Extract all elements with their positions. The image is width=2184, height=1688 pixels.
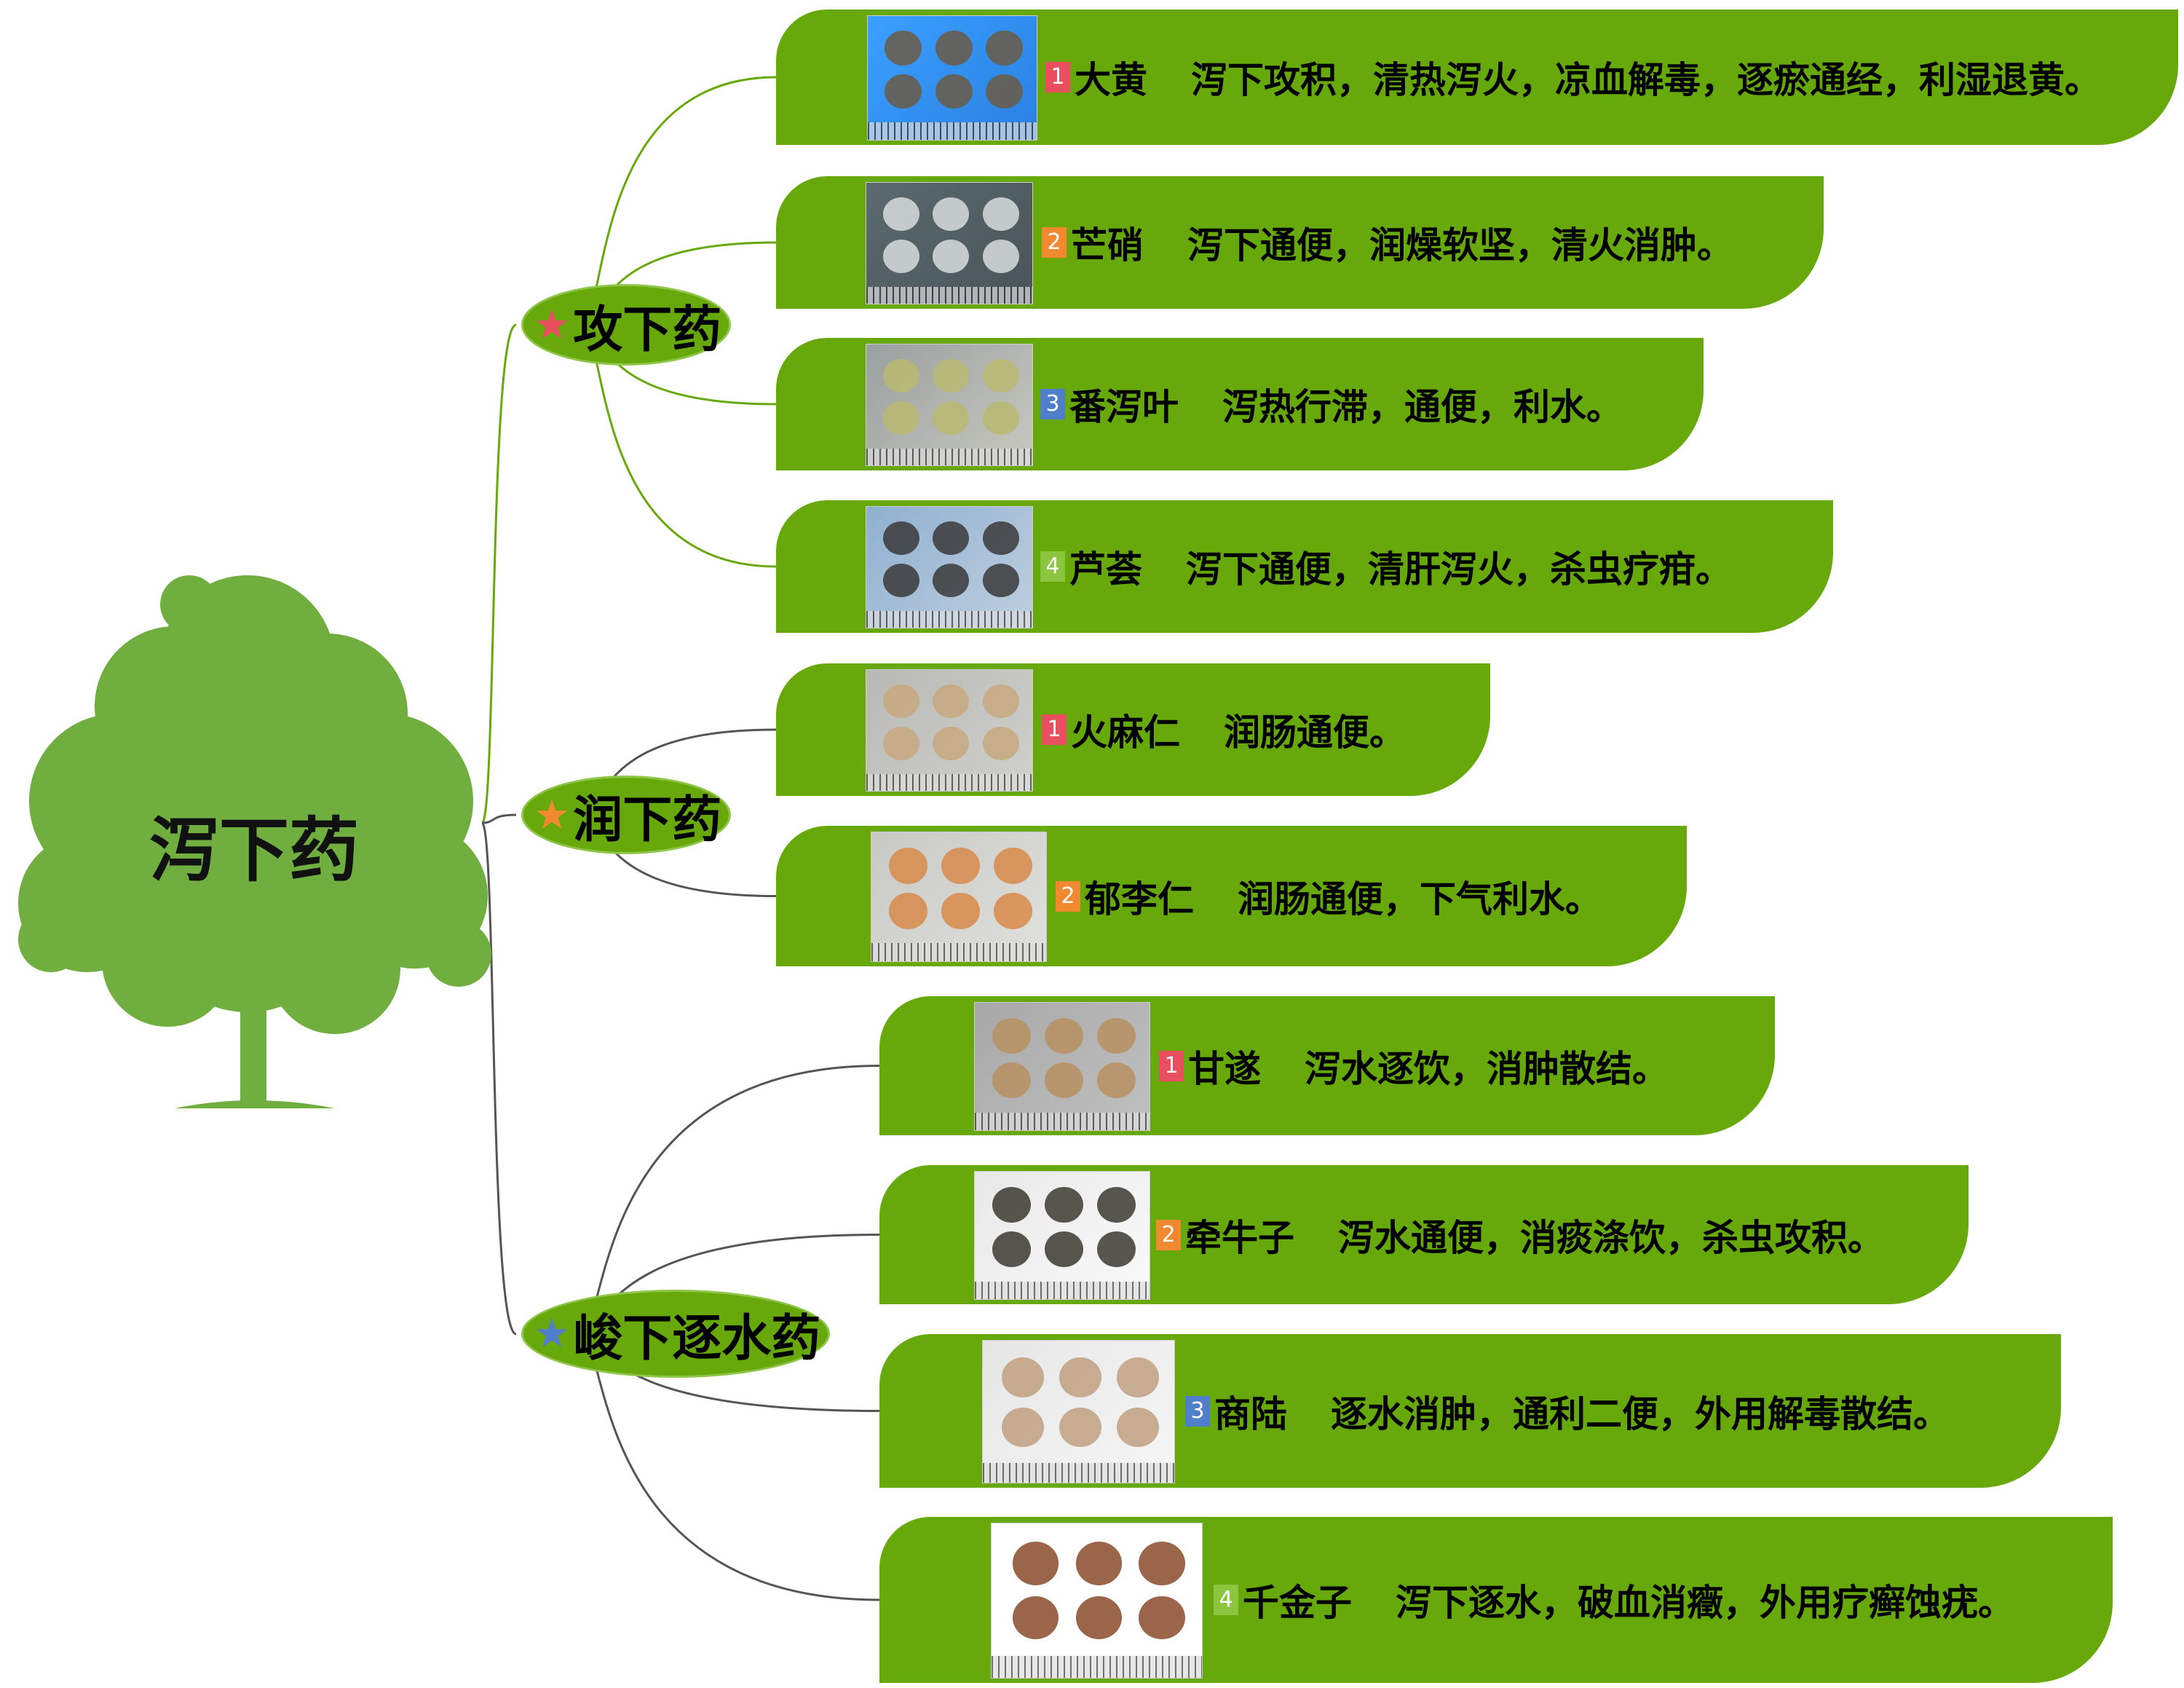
- herb-effects: 泻下通便，清肝泻火，杀虫疗疳。: [1186, 548, 1732, 591]
- herb-name: 大黄: [1075, 59, 1147, 101]
- priority-badge: 2: [1056, 880, 1080, 912]
- root-topic[interactable]: 泻下药: [149, 810, 359, 891]
- priority-badge: 4: [1040, 551, 1065, 582]
- herb-effects: 润肠通便，下气利水。: [1238, 877, 1602, 920]
- tree-icon: [18, 575, 491, 1108]
- branch-connector: [579, 1333, 880, 1601]
- branch-node[interactable]: ★攻下药: [523, 286, 729, 363]
- root-connector: [481, 813, 517, 824]
- herb-photo: [866, 506, 1033, 628]
- star-icon: ★: [534, 301, 571, 349]
- star-icon: ★: [534, 791, 571, 839]
- branch-label: 攻下药: [573, 301, 722, 359]
- herb-name: 番泻叶: [1069, 386, 1179, 428]
- herb-name: 牵牛子: [1185, 1216, 1294, 1259]
- herb-name: 芒硝: [1071, 224, 1144, 267]
- root-connector: [480, 821, 517, 1336]
- herb-effects: 逐水消肿，通利二便，外用解毒散结。: [1331, 1392, 1950, 1435]
- herb-photo: [866, 182, 1033, 304]
- herb-name: 商陆: [1214, 1392, 1287, 1435]
- priority-badge: 2: [1156, 1219, 1181, 1250]
- herb-effects: 泻热行滞，通便，利水。: [1222, 386, 1623, 428]
- herb-photo: [974, 1002, 1150, 1131]
- herb-effects: 润肠通便。: [1224, 711, 1406, 754]
- herb-photo: [991, 1523, 1203, 1679]
- root-connector: [480, 323, 517, 824]
- priority-badge: 3: [1040, 389, 1065, 419]
- herb-photo: [866, 669, 1033, 792]
- herb-effects: 泻下通便，润燥软坚，清火消肿。: [1187, 224, 1733, 267]
- herb-name: 芦荟: [1069, 548, 1142, 591]
- priority-badge: 1: [1159, 1050, 1184, 1081]
- priority-badge: 1: [1042, 714, 1067, 745]
- herb-effects: 泻下攻积，清热泻火，凉血解毒，逐瘀通经，利湿退黄。: [1191, 59, 2101, 101]
- herb-photo: [982, 1340, 1175, 1483]
- herb-effects: 泻水逐饮，消肿散结。: [1305, 1047, 1669, 1090]
- herb-name: 千金子: [1243, 1582, 1352, 1624]
- herb-name: 甘遂: [1188, 1047, 1261, 1090]
- star-icon: ★: [534, 1310, 571, 1357]
- herb-name: 郁李仁: [1085, 877, 1194, 920]
- branch-node[interactable]: ★润下药: [523, 778, 729, 852]
- herb-photo: [871, 832, 1047, 962]
- branch-node[interactable]: ★峻下逐水药: [523, 1292, 828, 1376]
- priority-badge: 4: [1214, 1585, 1238, 1615]
- branch-label: 润下药: [573, 791, 722, 849]
- herb-name: 火麻仁: [1071, 711, 1180, 754]
- priority-badge: 2: [1042, 227, 1067, 258]
- branch-label: 峻下逐水药: [573, 1310, 821, 1368]
- herb-photo: [866, 344, 1033, 466]
- herb-effects: 泻下逐水，破血消癥，外用疗癣蚀疣。: [1396, 1582, 2014, 1624]
- priority-badge: 3: [1185, 1395, 1210, 1427]
- priority-badge: 1: [1045, 62, 1070, 92]
- herb-photo: [867, 15, 1037, 141]
- herb-photo: [974, 1171, 1150, 1300]
- herb-effects: 泻水通便，消痰涤饮，杀虫攻积。: [1338, 1216, 1884, 1259]
